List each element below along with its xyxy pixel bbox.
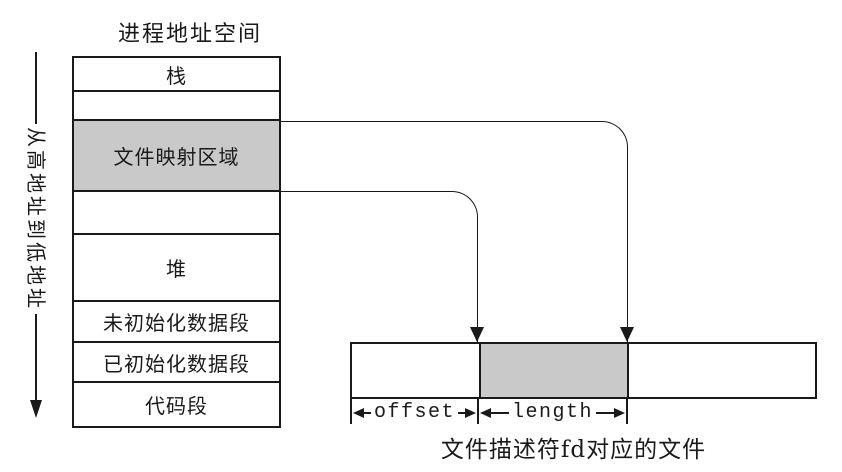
segment-label: 栈: [166, 63, 187, 88]
segment-file-mapping-region: 文件映射区域: [74, 121, 279, 192]
page-title: 进程地址空间: [117, 22, 262, 47]
down-arrowhead-icon: [30, 400, 42, 418]
segment-uninitialized-data: 未初始化数据段: [74, 302, 279, 343]
segment-empty-gap: [74, 92, 279, 121]
segment-code: 代码段: [74, 383, 279, 426]
down-arrowhead-icon: [470, 327, 484, 342]
measure-line: [458, 412, 466, 414]
left-arrowhead-icon: [353, 408, 364, 418]
mapping-arrow-region-bottom: [281, 191, 478, 342]
segment-label: 堆: [166, 257, 187, 281]
segment-label: 文件映射区域: [113, 145, 240, 169]
measure-line: [491, 412, 509, 414]
measure-tick: [350, 399, 352, 424]
file-strip: [350, 342, 817, 399]
segment-label: 已初始化数据段: [103, 351, 250, 376]
right-arrowhead-icon: [614, 408, 626, 418]
offset-measure: offset: [353, 401, 477, 424]
segment-label: 代码段: [145, 394, 208, 418]
right-arrowhead-icon: [465, 408, 477, 418]
process-address-space-box: 栈 文件映射区域 堆 未初始化数据段 已初始化数据段 代码段: [72, 56, 281, 428]
address-direction-axis: 从高地址到低地址: [18, 52, 54, 418]
segment-stack: 栈: [74, 58, 279, 92]
segment-empty-gap: [74, 192, 279, 235]
axis-line-segment: [35, 52, 37, 124]
file-caption: 文件描述符fd对应的文件: [440, 437, 707, 463]
length-measure: length: [480, 401, 626, 424]
mapping-arrow-region-top: [281, 121, 628, 342]
offset-label: offset: [374, 401, 456, 424]
segment-heap: 堆: [74, 235, 279, 302]
segment-initialized-data: 已初始化数据段: [74, 343, 279, 383]
file-mapped-region: [479, 344, 629, 397]
segment-label: 未初始化数据段: [103, 311, 250, 335]
left-arrowhead-icon: [480, 408, 491, 418]
measure-line: [364, 412, 371, 414]
measure-line: [596, 412, 615, 414]
length-label: length: [512, 401, 594, 424]
down-arrowhead-icon: [620, 327, 634, 342]
measure-tick: [477, 399, 479, 424]
measure-tick: [626, 399, 628, 424]
axis-label: 从高地址到低地址: [24, 127, 48, 311]
axis-line-segment: [35, 314, 37, 400]
